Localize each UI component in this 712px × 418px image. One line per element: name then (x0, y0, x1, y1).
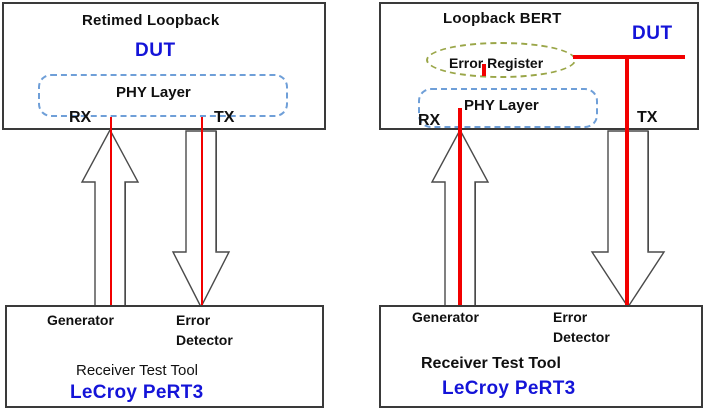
right-rx-arrow-shaft-left-edge (445, 182, 446, 306)
right-brand-label: LeCroy PeRT3 (442, 378, 576, 399)
right-error-register-label: Error Register (449, 55, 544, 71)
left-dut-label: DUT (135, 40, 176, 61)
right-tx-arrow-shaft-left-edge (608, 131, 609, 251)
left-phy-layer-boundary (38, 74, 288, 117)
left-tx-arrow-shaft-right-edge (216, 131, 217, 251)
left-rx-arrow-shaft-left-edge (95, 182, 96, 306)
right-phy-layer-boundary (418, 88, 598, 128)
left-brand-label: LeCroy PeRT3 (70, 382, 204, 403)
right-rx-arrow-shaft-right-edge (475, 182, 476, 306)
left-tool-name: Receiver Test Tool (76, 362, 199, 379)
left-generator-label: Generator (47, 312, 114, 328)
right-dut-title: Loopback BERT (443, 10, 562, 27)
left-tx-label: TX (214, 109, 235, 126)
left-error-detector-label-line1: Error (176, 312, 211, 328)
left-error-detector-label-line2: Detector (176, 332, 233, 348)
left-tx-arrow-shaft-left-edge (186, 131, 187, 251)
left-phy-label: PHY Layer (116, 84, 191, 101)
receiver-test-tool-box-right (379, 305, 703, 408)
right-phy-label: PHY Layer (464, 97, 539, 114)
right-generator-label: Generator (412, 309, 479, 325)
dut-box-left (2, 2, 326, 130)
receiver-test-tool-box-left (5, 305, 324, 408)
right-tx-red-trace (625, 55, 629, 308)
left-dut-title: Retimed Loopback (82, 12, 220, 29)
right-tool-name: Receiver Test Tool (421, 355, 561, 372)
left-rx-label: RX (69, 109, 92, 126)
right-tx-arrow-shaft-right-edge (648, 131, 649, 251)
right-rx-label: RX (418, 112, 441, 129)
right-tx-label: TX (637, 109, 658, 126)
right-rx-red-trace (458, 108, 462, 308)
error-register-boundary (426, 42, 576, 78)
right-error-register-to-tx-red-trace (573, 55, 685, 59)
right-error-detector-label-line1: Error (553, 309, 588, 325)
left-rx-arrow-shaft-right-edge (125, 182, 126, 306)
left-tx-red-trace (201, 117, 203, 308)
right-error-register-red-stub (482, 64, 486, 76)
right-error-detector-label-line2: Detector (553, 329, 610, 345)
right-dut-label: DUT (632, 23, 673, 44)
left-rx-red-trace (110, 117, 112, 308)
